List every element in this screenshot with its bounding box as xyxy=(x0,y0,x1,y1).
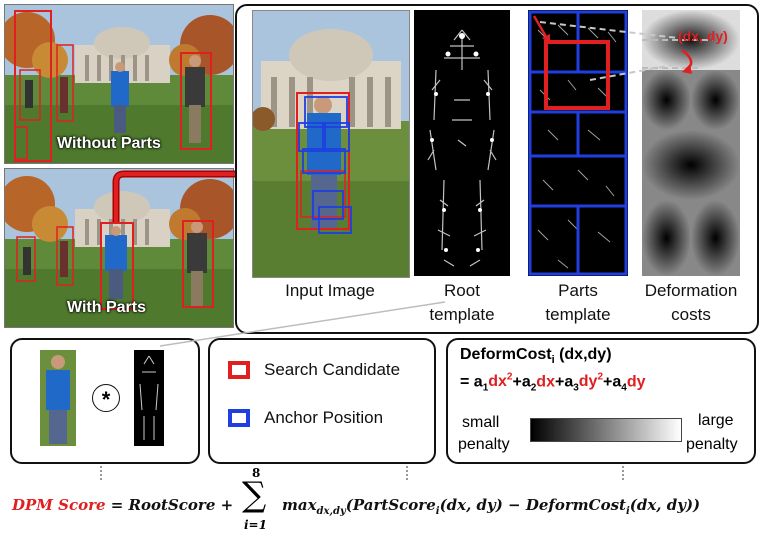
formula-rest: maxdx,dy(PartScorei(dx, dy) − DeformCost… xyxy=(282,496,701,517)
sum-top: 8 xyxy=(252,466,261,480)
search-candidate-swatch xyxy=(228,361,250,379)
parts-template-image xyxy=(528,10,628,276)
photo-with-parts: With Parts xyxy=(4,168,234,328)
deform-cost-equation: = a1dx2+a2dx+a3dy2+a4dy xyxy=(460,372,646,394)
sum-sigma: ∑ xyxy=(242,475,267,515)
photo-without-parts: Without Parts xyxy=(4,4,234,164)
deform-cost-title: DeformCosti (dx,dy) xyxy=(460,346,612,367)
caption-root-line2: template xyxy=(429,305,495,324)
deform-cost-panel xyxy=(446,338,756,464)
hog-parts-graphic xyxy=(528,10,628,276)
campus-scene-image xyxy=(5,169,233,327)
penalty-large-line2: penalty xyxy=(686,436,738,453)
root-template-image xyxy=(414,10,510,276)
person-crop-graphic xyxy=(46,355,70,444)
legend-anchor-position: Anchor Position xyxy=(228,408,383,428)
formula-lhs: DPM Score xyxy=(12,496,106,514)
penalty-small-line2: penalty xyxy=(458,436,510,453)
without-parts-label: Without Parts xyxy=(57,135,161,152)
caption-root-line1: Root xyxy=(444,281,480,300)
legend-search-label: Search Candidate xyxy=(264,360,401,379)
formula-eq-root: = RootScore + xyxy=(105,496,234,514)
dotted-connector-right xyxy=(622,466,624,480)
deformation-costs-image: (dx, dy) xyxy=(642,10,740,276)
campus-scene-image xyxy=(5,5,233,163)
input-image-graphic xyxy=(253,11,409,277)
root-filter-crop xyxy=(134,350,164,446)
hog-root-graphic xyxy=(427,29,497,267)
legend-panel xyxy=(208,338,436,464)
root-filter-graphic xyxy=(139,355,159,440)
dotted-connector-left xyxy=(100,466,102,480)
caption-input-image: Input Image xyxy=(285,281,375,300)
displacement-label: (dx, dy) xyxy=(678,28,728,44)
person-crop-image xyxy=(40,350,76,446)
caption-deform-line2: costs xyxy=(671,305,711,324)
penalty-small-line1: small xyxy=(462,414,500,431)
caption-parts-line1: Parts xyxy=(558,281,598,300)
dashed-connector xyxy=(540,21,679,81)
penalty-gradient-bar xyxy=(530,418,682,442)
deformation-cost-graphic xyxy=(642,10,740,276)
input-image xyxy=(252,10,410,278)
caption-parts-line2: template xyxy=(545,305,611,324)
caption-deform-line1: Deformation xyxy=(644,281,738,300)
connector-to-conv xyxy=(159,301,446,347)
sum-bottom: i=1 xyxy=(244,518,267,532)
legend-anchor-label: Anchor Position xyxy=(264,408,384,427)
penalty-large-line1: large xyxy=(698,412,734,429)
with-parts-label: With Parts xyxy=(67,299,146,316)
anchor-position-swatch xyxy=(228,409,250,427)
dotted-connector-middle xyxy=(406,466,408,480)
dpm-score-formula: DPM Score = RootScore + xyxy=(12,496,233,514)
legend-search-candidate: Search Candidate xyxy=(228,360,400,380)
convolution-operator: * xyxy=(92,384,120,412)
